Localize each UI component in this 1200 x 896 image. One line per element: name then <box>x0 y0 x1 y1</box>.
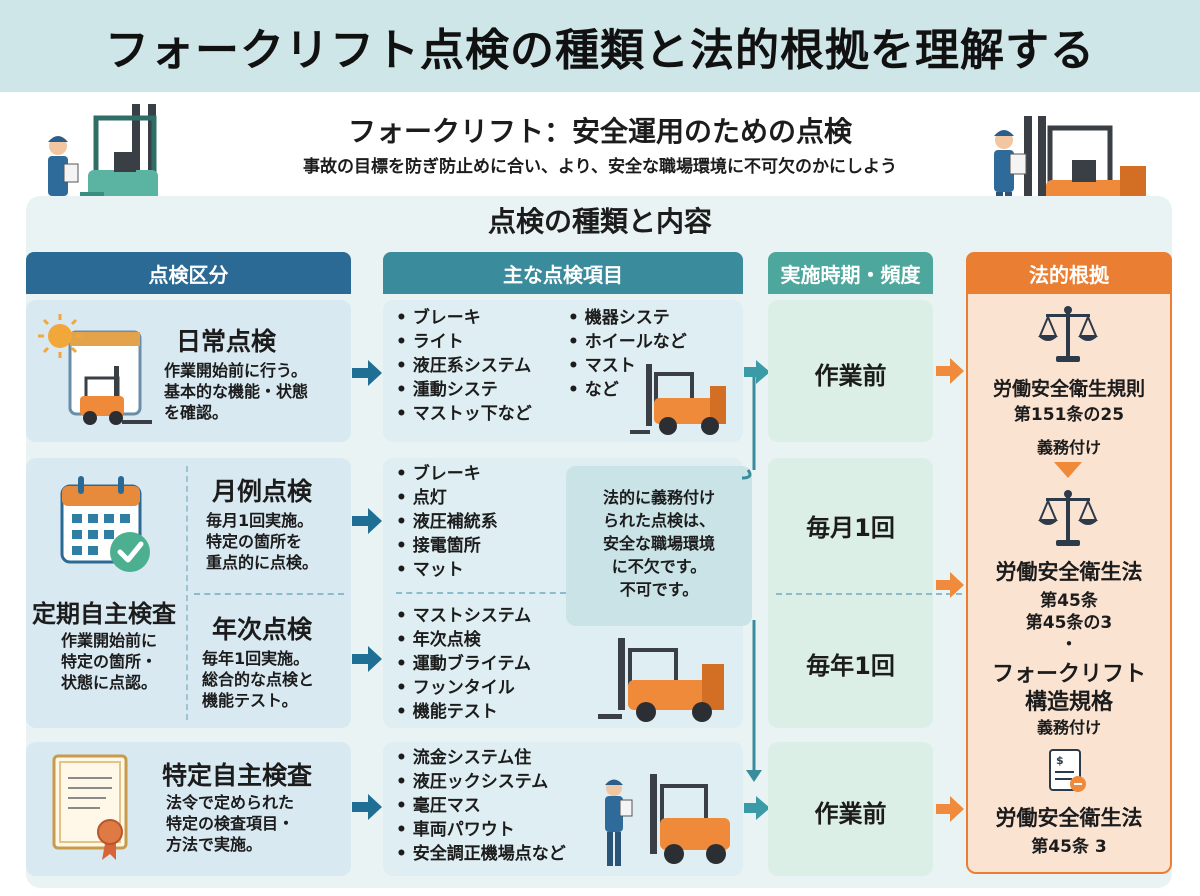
svg-text:$: $ <box>1056 754 1064 767</box>
worker-forklift-icon <box>605 774 730 866</box>
connector-lines <box>741 370 762 782</box>
column-header-timing: 実施時期・頻度 <box>768 252 933 294</box>
sun-calendar-forklift-icon <box>38 314 152 425</box>
list-item: 車両パワウト <box>396 818 566 842</box>
daily-inspection-title: 日常点検 <box>176 327 277 356</box>
calendar-check-icon <box>60 476 150 572</box>
tagline: 事故の目標を防ぎ防止めに合い、より、安全な職場環境に不可欠のかにしよう <box>303 157 897 177</box>
list-item: ホイールなど <box>568 330 687 354</box>
list-item: など <box>568 378 687 402</box>
periodic-divider-vertical <box>186 466 188 720</box>
forklift-icon <box>630 364 726 435</box>
periodic-inspection-title: 定期自主検査 <box>32 600 176 628</box>
arrow-right-icon <box>936 572 964 598</box>
daily-inspection-desc: 作業開始前に行う。 基本的な機能・状態 を確認。 <box>164 361 309 422</box>
specific-timing-card <box>768 742 933 876</box>
monthly-timing: 毎月1回 <box>806 514 895 542</box>
arrow-right-icon <box>352 646 382 672</box>
list-item: フッンタイル <box>396 676 531 700</box>
list-item: マストシステム <box>396 604 532 628</box>
law3-name-line1: フォークリフト <box>991 662 1146 687</box>
list-item: 液圧ックシステム <box>396 770 566 794</box>
annual-inspection-desc: 毎年1回実施。 総合的な点検と 機能テスト。 <box>202 649 315 710</box>
list-item: マット <box>396 558 498 582</box>
law1-name: 労働安全衛生規則 <box>992 378 1145 400</box>
arrow-right-icon <box>744 796 770 820</box>
arrow-right-icon <box>744 360 770 384</box>
list-item: 運動ブライテム <box>396 652 531 676</box>
specific-inspection-title: 特定自主検査 <box>162 761 313 790</box>
list-item: 流金システム住 <box>396 746 566 770</box>
list-item: ブレーキ <box>396 306 532 330</box>
list-item: ブレーキ <box>396 462 498 486</box>
law2-name: 労働安全衛生法 <box>995 560 1143 584</box>
list-item: ライト <box>396 330 532 354</box>
specific-items-list: 流金システム住 液圧ックシステム 毫圧マス 車両パワウト 安全調正機場点など <box>396 746 566 866</box>
daily-timing: 作業前 <box>814 362 887 390</box>
arrow-right-icon <box>936 358 964 384</box>
page-title: フォークリフト点検の種類と法的根拠を理解する <box>105 25 1095 76</box>
title-bar: フォークリフト点検の種類と法的根拠を理解する <box>0 0 1200 92</box>
column-header-category: 点検区分 <box>26 252 351 294</box>
list-item: 機能テスト <box>396 700 531 724</box>
list-item: 点灯 <box>396 486 498 510</box>
law1-note: 義務付け <box>1036 438 1101 457</box>
list-item: 湩動システ <box>396 378 532 402</box>
specific-timing: 作業前 <box>814 800 887 828</box>
document-icon: $ <box>1049 749 1086 792</box>
subtitle: フォークリフト：安全運用のための点検 <box>347 115 852 148</box>
list-item: 毫圧マス <box>396 794 566 818</box>
triangle-down-icon <box>1054 462 1082 478</box>
monthly-inspection-desc: 毎月1回実施。 特定の箇所を 重点的に点検。 <box>206 511 319 572</box>
column-header-legal: 法的根拠 <box>966 252 1172 294</box>
periodic-inspection-desc: 作業開始前に 特定の箇所・ 状態に点認。 <box>60 631 157 692</box>
timing-divider <box>776 593 962 595</box>
list-item: マスト <box>568 354 687 378</box>
monthly-inspection-title: 月例点検 <box>212 477 313 506</box>
monthly-items-list: ブレーキ 点灯 液圧補統系 接電箇所 マット <box>396 462 498 582</box>
annual-items-list: マストシステム 年次点検 運動ブライテム フッンタイル 機能テスト <box>396 604 532 724</box>
arrow-right-icon <box>352 360 382 386</box>
list-item: 年次点検 <box>396 628 531 652</box>
list-item: 液圧補統系 <box>396 510 498 534</box>
annual-timing: 毎年1回 <box>806 652 895 680</box>
daily-items-list-right: 機器システ ホイールなど マスト など <box>568 306 687 402</box>
law3-name-line2: 構造規格 <box>1024 690 1113 715</box>
scales-of-justice-icon <box>1038 306 1098 362</box>
list-item: 安全調正機場点など <box>396 842 566 866</box>
forklift-icon <box>598 638 724 722</box>
section-title: 点検の種類と内容 <box>487 205 712 238</box>
arrow-right-icon <box>352 508 382 534</box>
law2-article2: 第45条の3 <box>1025 613 1113 633</box>
legal-note-callout: 法的に義務付け られた点検は、 安全な職場環境 に不欠です。 不可です。 <box>566 466 752 626</box>
specific-inspection-desc: 法令で定められた 特定の検査項目・ 方法で実施。 <box>166 793 295 854</box>
annual-inspection-title: 年次点検 <box>212 615 313 644</box>
periodic-divider-horizontal <box>194 593 344 595</box>
daily-timing-card <box>768 300 933 442</box>
certificate-icon <box>52 754 128 860</box>
column-header-items: 主な点検項目 <box>383 252 743 294</box>
law4-name: 労働安全衛生法 <box>995 806 1143 830</box>
list-item: 接電箇所 <box>396 534 498 558</box>
law4-article: 第45条 3 <box>1031 837 1107 857</box>
law-separator: ・ <box>1060 635 1078 655</box>
list-item: 機器システ <box>568 306 687 330</box>
arrow-right-icon <box>352 794 382 820</box>
list-item: 液圧系システム <box>396 354 532 378</box>
law1-article: 第151条の25 <box>1013 405 1125 425</box>
items-divider <box>396 592 566 594</box>
list-item: マストッ下など <box>396 402 532 426</box>
scales-of-justice-icon <box>1038 490 1098 546</box>
arrow-right-icon <box>936 796 964 822</box>
daily-items-list-left: ブレーキ ライト 液圧系システム 湩動システ マストッ下など <box>396 306 532 426</box>
law2-article1: 第45条 <box>1040 591 1098 611</box>
law3-note: 義務付け <box>1036 718 1101 737</box>
